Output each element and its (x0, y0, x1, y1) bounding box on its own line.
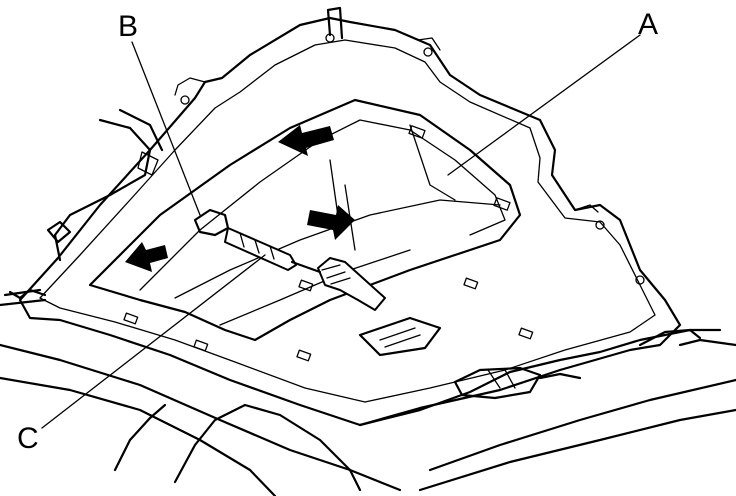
wiring-harness (0, 108, 722, 427)
direction-arrows (125, 125, 355, 272)
callout-b: B (118, 10, 138, 43)
removal-tool (193, 208, 386, 311)
windshield-frame (0, 338, 736, 496)
callout-c: C (17, 422, 39, 455)
callout-a: A (638, 8, 658, 41)
arrow-down-right (307, 205, 355, 240)
headliner-outline (18, 16, 682, 427)
headliner-clips (123, 125, 534, 362)
arrow-left (125, 242, 168, 272)
arrow-up-left (278, 125, 334, 156)
antenna-stub (326, 6, 344, 40)
leader-lines (41, 34, 641, 429)
grab-handle-bracket (358, 316, 442, 357)
